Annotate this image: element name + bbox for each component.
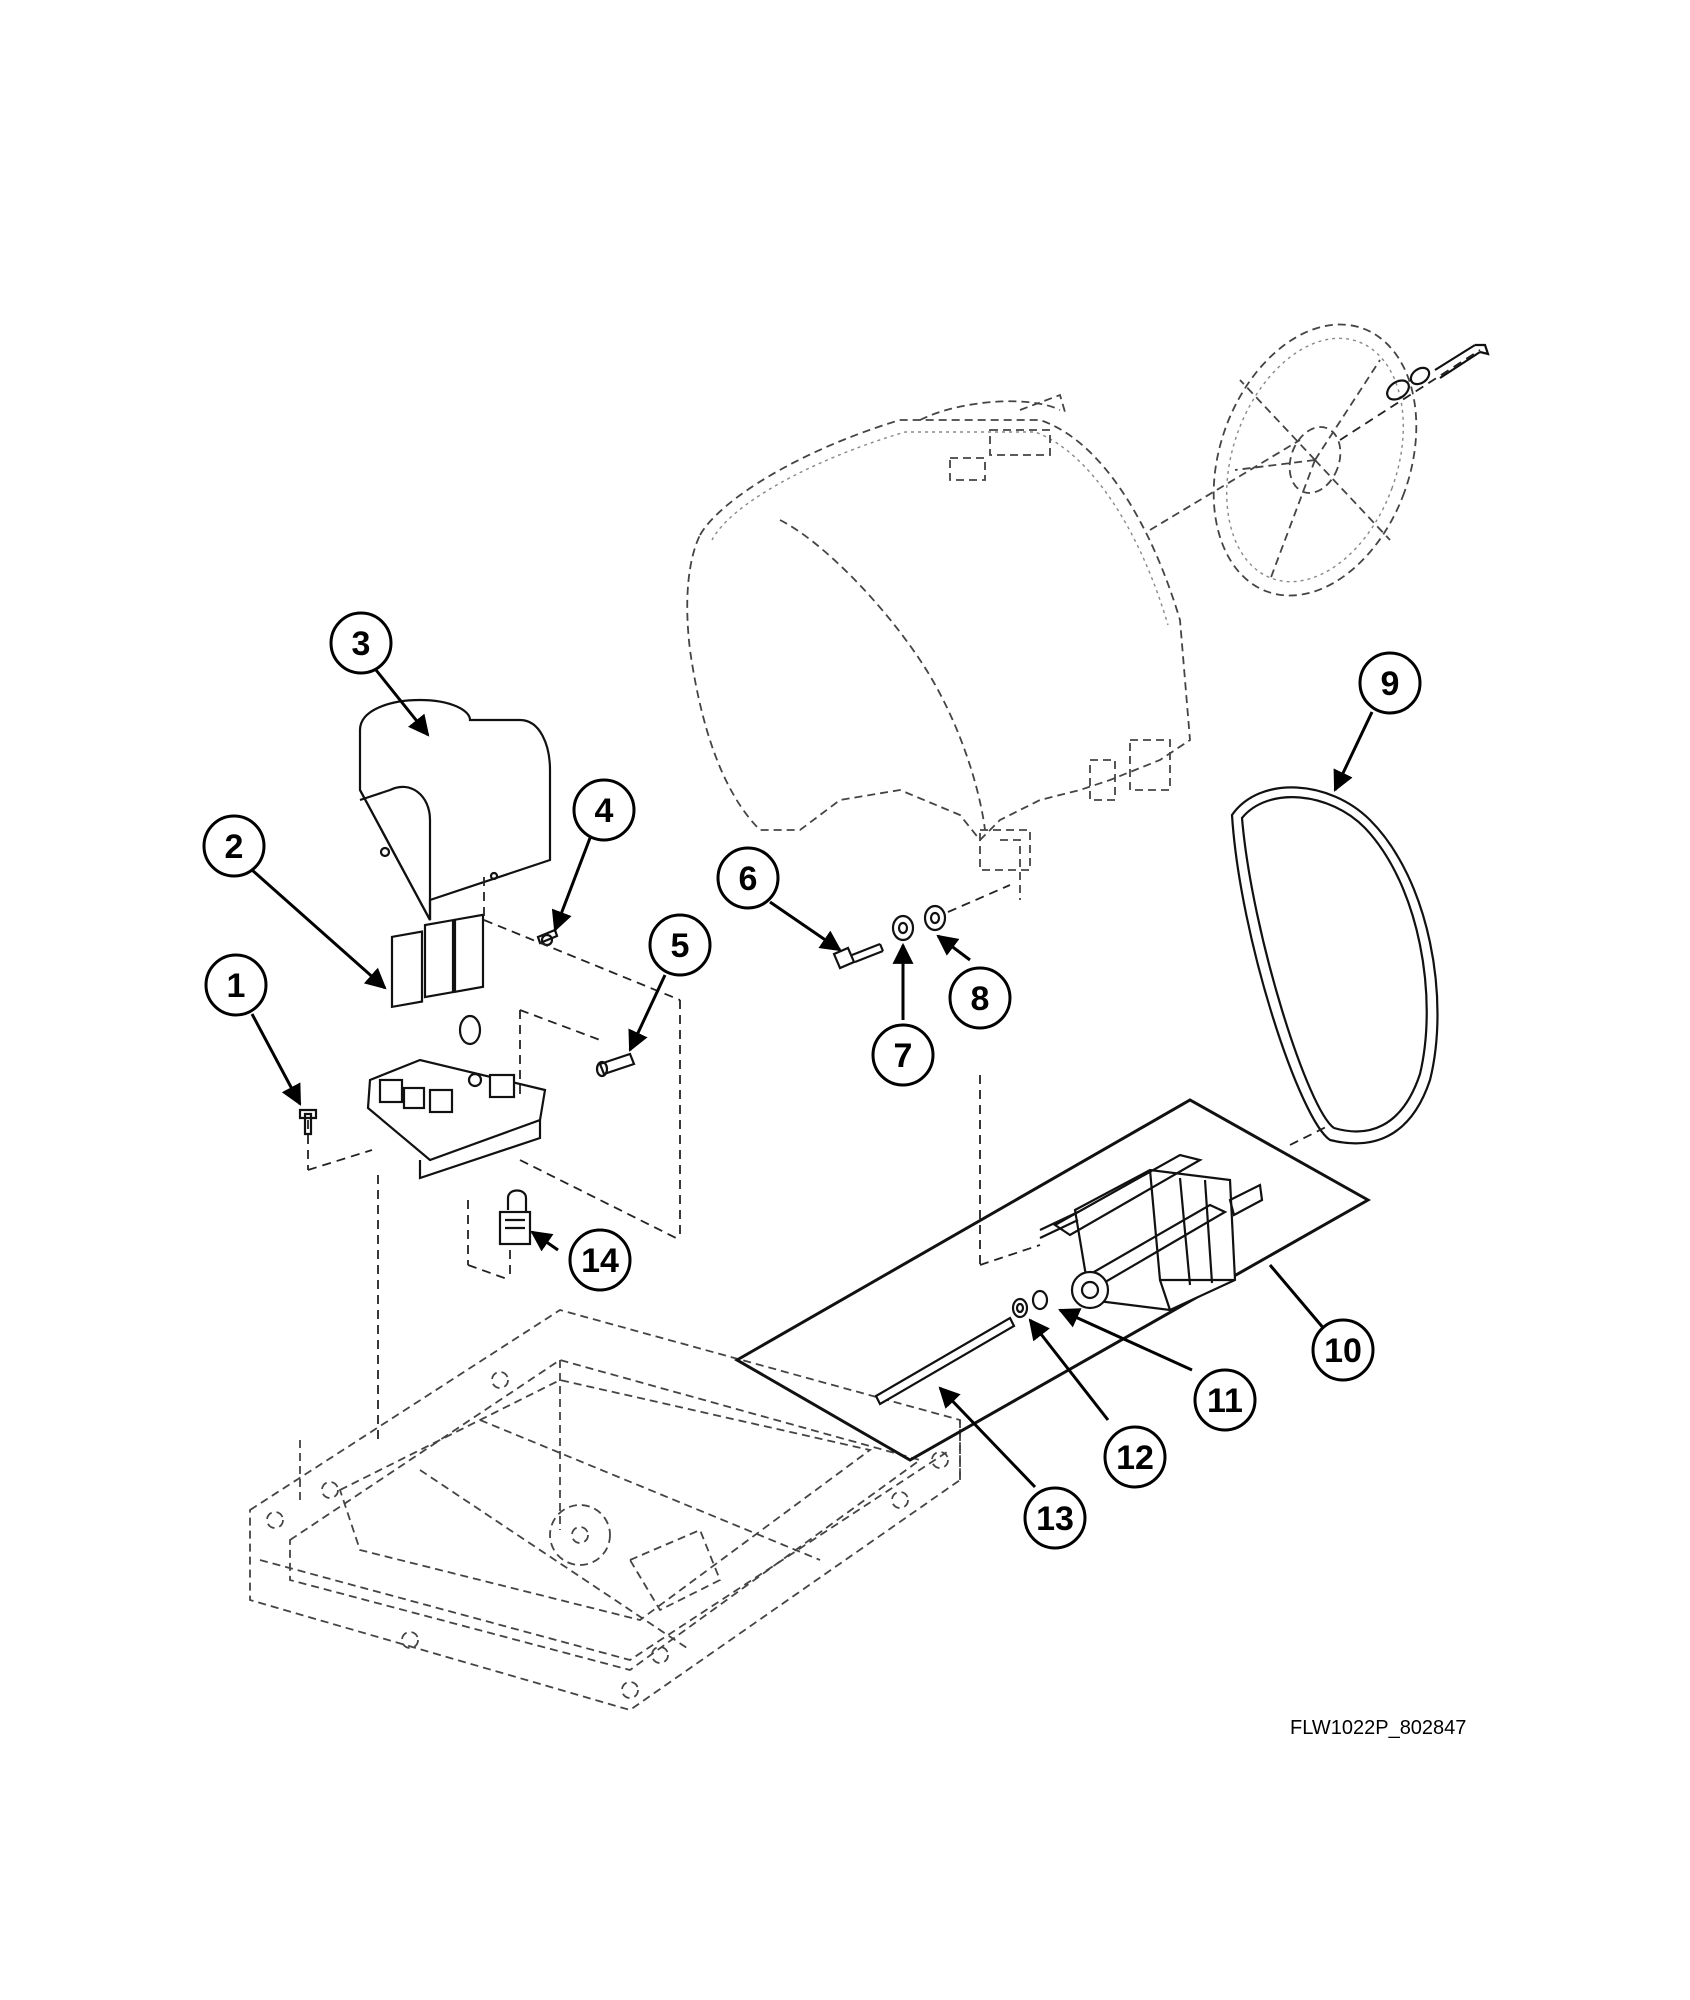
svg-text:10: 10 xyxy=(1324,1332,1362,1370)
svg-text:14: 14 xyxy=(581,1242,619,1280)
motor xyxy=(1039,1153,1264,1312)
callout-7: 7 xyxy=(871,1023,935,1087)
leader-1 xyxy=(250,1013,302,1106)
leader-3 xyxy=(374,669,430,737)
svg-text:3: 3 xyxy=(352,625,371,663)
base-frame-outline xyxy=(249,1309,961,1711)
bolt-part-6 xyxy=(832,942,885,970)
washer-part-11 xyxy=(1031,1289,1049,1311)
screw-part-1 xyxy=(298,1108,318,1136)
tub-drum-outline xyxy=(686,393,1191,900)
callout-10: 10 xyxy=(1311,1318,1375,1382)
callout-12: 12 xyxy=(1103,1425,1167,1489)
callout-1: 1 xyxy=(204,953,268,1017)
callout-3: 3 xyxy=(329,611,393,675)
callout-6: 6 xyxy=(716,846,780,910)
motor-assembly-part-10 xyxy=(733,1075,1372,1462)
svg-text:9: 9 xyxy=(1381,665,1400,703)
callout-5: 5 xyxy=(648,913,712,977)
leader-14 xyxy=(530,1230,559,1252)
svg-text:5: 5 xyxy=(671,927,690,965)
washer-part-12 xyxy=(1011,1297,1029,1319)
control-board xyxy=(307,913,547,1445)
svg-text:6: 6 xyxy=(739,860,758,898)
svg-text:2: 2 xyxy=(225,828,244,866)
drum-pulley-outline xyxy=(1149,323,1490,597)
fuse-part-5 xyxy=(595,1052,636,1078)
washer-part-7 xyxy=(891,914,915,942)
svg-text:11: 11 xyxy=(1207,1382,1243,1420)
callout-2: 2 xyxy=(202,814,266,878)
screw-part-4 xyxy=(483,877,681,1241)
svg-text:13: 13 xyxy=(1036,1500,1074,1538)
svg-text:4: 4 xyxy=(595,792,614,830)
drive-belt-part-9 xyxy=(1230,786,1439,1145)
shaft-part-13 xyxy=(874,1316,1016,1406)
padlock-part-14 xyxy=(467,1189,532,1281)
leader-13 xyxy=(938,1386,1037,1489)
svg-text:8: 8 xyxy=(971,980,990,1018)
control-board-cover xyxy=(358,698,552,921)
callout-13: 13 xyxy=(1023,1486,1087,1550)
svg-text:1: 1 xyxy=(227,967,246,1005)
svg-text:12: 12 xyxy=(1116,1439,1154,1477)
leader-9 xyxy=(1333,711,1374,792)
svg-text:7: 7 xyxy=(894,1037,913,1075)
leader-2 xyxy=(251,868,387,990)
leader-5 xyxy=(628,974,667,1052)
leader-12 xyxy=(1028,1318,1110,1421)
washer-part-8 xyxy=(923,884,1011,932)
leader-4 xyxy=(551,837,592,932)
callout-8: 8 xyxy=(948,966,1012,1030)
callout-9: 9 xyxy=(1358,651,1422,715)
leader-11 xyxy=(1058,1308,1193,1372)
leader-10 xyxy=(1268,1264,1327,1331)
callout-4: 4 xyxy=(572,778,636,842)
leader-6 xyxy=(769,900,842,952)
drawing-code-label: FLW1022P_802847 xyxy=(1290,1717,1467,1739)
callout-11: 11 xyxy=(1193,1368,1257,1432)
leader-8 xyxy=(936,934,971,962)
callout-14: 14 xyxy=(568,1228,632,1292)
